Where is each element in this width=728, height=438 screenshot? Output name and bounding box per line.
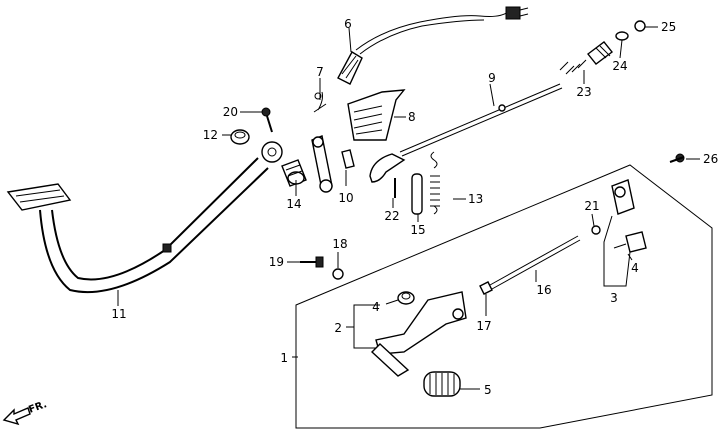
label-part-10: 10 <box>338 191 353 205</box>
pivot-collar <box>281 159 307 187</box>
rubber-grip <box>423 371 461 397</box>
front-direction-indicator: FR. <box>2 399 48 426</box>
label-part-23: 23 <box>576 85 591 99</box>
front-arrow-icon <box>2 407 31 426</box>
label-part-18: 18 <box>332 237 347 251</box>
pivot-bolt <box>261 107 273 133</box>
shift-lever <box>370 291 467 377</box>
brake-light-switch <box>337 6 529 85</box>
tie-rod <box>489 235 581 290</box>
label-part-6: 6 <box>344 17 352 31</box>
label-part-4-lever-bolt: 4 <box>372 300 380 314</box>
adjusting-nut <box>634 20 646 32</box>
mounting-bolt <box>669 153 685 163</box>
label-part-14: 14 <box>286 197 301 211</box>
label-part-1: 1 <box>280 351 288 365</box>
label-part-3: 3 <box>610 291 618 305</box>
label-part-9: 9 <box>488 71 496 85</box>
label-part-22: 22 <box>384 209 399 223</box>
label-part-17: 17 <box>476 319 491 333</box>
stopper-bolt <box>300 256 324 268</box>
label-part-11: 11 <box>111 307 126 321</box>
label-part-2: 2 <box>334 321 342 335</box>
label-part-26: 26 <box>703 152 718 166</box>
label-part-5: 5 <box>484 383 492 397</box>
label-part-12: 12 <box>203 128 218 142</box>
adjuster-spring <box>559 41 613 75</box>
spring-sleeve <box>411 173 423 215</box>
joint-pin <box>615 31 629 41</box>
label-part-16: 16 <box>536 283 551 297</box>
label-part-15: 15 <box>410 223 425 237</box>
label-part-7: 7 <box>316 65 324 79</box>
return-spring-pin <box>313 91 327 113</box>
leader-lines <box>117 26 700 390</box>
label-part-24: 24 <box>612 59 627 73</box>
label-part-13: 13 <box>468 192 483 206</box>
assembly-boundary <box>295 164 713 429</box>
label-part-4-joint-bolt: 4 <box>631 261 639 275</box>
brake-rod <box>369 83 563 183</box>
label-part-21: 21 <box>584 199 599 213</box>
link-arm <box>311 135 355 193</box>
front-direction-label: FR. <box>27 399 48 416</box>
brake-pedal-arm <box>6 141 283 294</box>
return-spring <box>430 151 440 215</box>
label-part-20: 20 <box>223 105 238 119</box>
label-part-8: 8 <box>408 110 416 124</box>
lock-nut <box>479 281 493 295</box>
label-part-19: 19 <box>269 255 284 269</box>
rod-end-joint <box>611 179 647 253</box>
label-part-25: 25 <box>661 20 676 34</box>
switch-boot <box>347 89 406 141</box>
joint-washer <box>591 225 601 235</box>
bushing <box>230 129 250 145</box>
stopper-washer <box>332 268 344 280</box>
